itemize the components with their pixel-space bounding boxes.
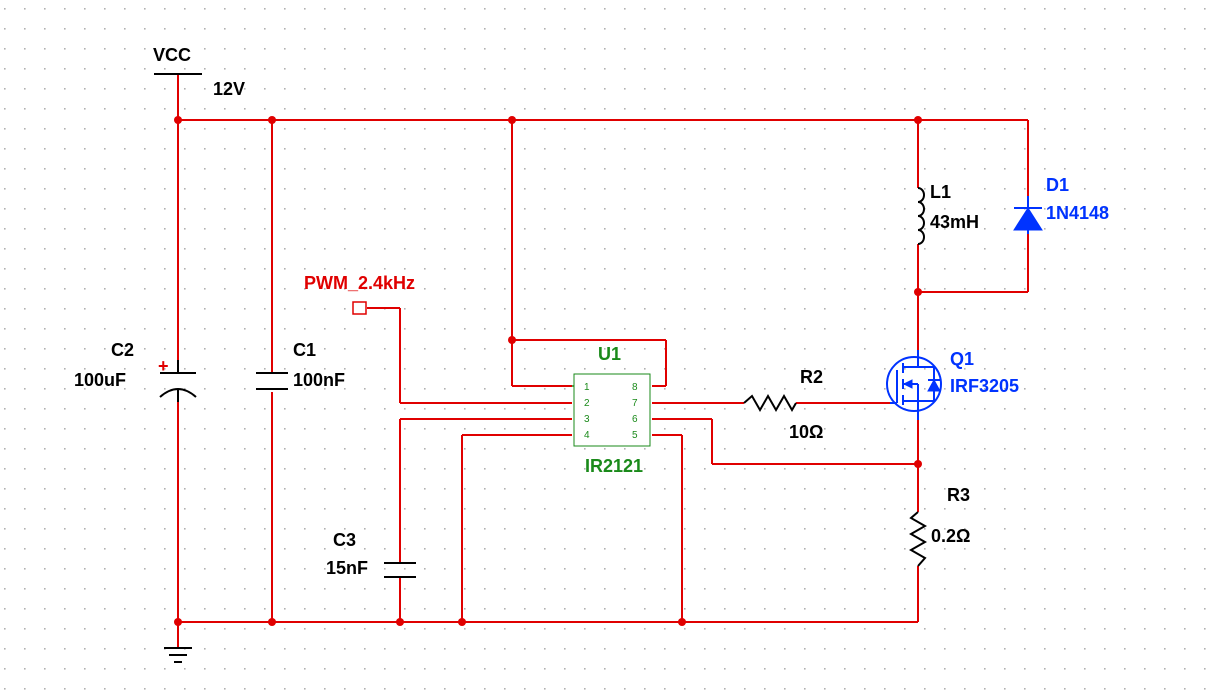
resistor-r2[interactable]: R2 10Ω	[743, 367, 823, 442]
r3-value: 0.2Ω	[931, 526, 970, 546]
ic-pin-label: 1	[584, 382, 590, 393]
r2-ref: R2	[800, 367, 823, 387]
l1-ref: L1	[930, 182, 951, 202]
d1-value: 1N4148	[1046, 203, 1109, 223]
ic-u1[interactable]: 1 2 3 4 5 6 7 8 U1 IR2121	[572, 344, 651, 476]
pwm-label: PWM_2.4kHz	[304, 273, 415, 293]
r2-value: 10Ω	[789, 422, 823, 442]
vcc-supply[interactable]: VCC 12V	[153, 45, 245, 99]
mosfet-q1[interactable]: Q1 IRF3205	[886, 349, 1019, 420]
capacitor-c3[interactable]: C3 15nF	[326, 530, 416, 578]
c2-polarity-mark: +	[158, 356, 169, 376]
capacitor-c2[interactable]: + C2 100uF	[74, 340, 197, 402]
ic-pin-label: 8	[632, 382, 638, 393]
resistor-r3[interactable]: R3 0.2Ω	[908, 485, 970, 567]
q1-value: IRF3205	[950, 376, 1019, 396]
pwm-input-port[interactable]: PWM_2.4kHz	[304, 273, 415, 315]
vcc-name: VCC	[153, 45, 191, 65]
ic-pin-label: 4	[584, 430, 590, 441]
q1-ref: Q1	[950, 349, 974, 369]
ic-pin-label: 5	[632, 430, 638, 441]
inductor-l1[interactable]: L1 43mH	[917, 182, 979, 245]
junctions	[174, 116, 922, 626]
c2-value: 100uF	[74, 370, 126, 390]
capacitor-c1[interactable]: C1 100nF	[256, 340, 345, 390]
ic-body	[573, 373, 651, 447]
mosfet-envelope	[886, 356, 942, 412]
ic-pin-label: 7	[632, 398, 638, 409]
c1-ref: C1	[293, 340, 316, 360]
ground-symbol[interactable]	[164, 647, 192, 663]
r3-ref: R3	[947, 485, 970, 505]
c3-value: 15nF	[326, 558, 368, 578]
c3-ref: C3	[333, 530, 356, 550]
u1-value: IR2121	[585, 456, 643, 476]
c2-ref: C2	[111, 340, 134, 360]
u1-ref: U1	[598, 344, 621, 364]
port-connector	[352, 301, 367, 315]
ic-pin-label: 2	[584, 398, 590, 409]
vcc-value: 12V	[213, 79, 245, 99]
d1-ref: D1	[1046, 175, 1069, 195]
l1-value: 43mH	[930, 212, 979, 232]
diode-d1[interactable]: D1 1N4148	[1013, 175, 1109, 234]
c1-value: 100nF	[293, 370, 345, 390]
ic-pin-label: 6	[632, 414, 638, 425]
wires	[177, 75, 1029, 648]
ic-pin-label: 3	[584, 414, 590, 425]
